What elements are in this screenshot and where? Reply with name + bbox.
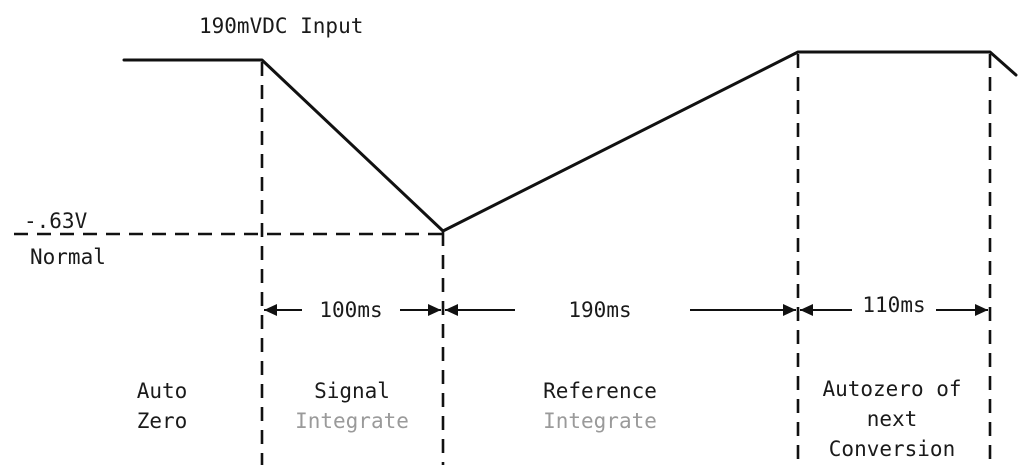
arrowhead [975, 304, 988, 316]
arrowhead [264, 304, 277, 316]
interval-label-signal: 100ms [319, 298, 382, 322]
phase-label-line2: Integrate [543, 409, 657, 433]
level-value-label: -.63V [24, 209, 88, 233]
phase-label-line2: Zero [137, 409, 188, 433]
interval-label-reference: 190ms [568, 298, 631, 322]
diagram-title: 190mVDC Input [199, 14, 363, 38]
arrowhead [800, 304, 813, 316]
level-sub-label: Normal [30, 245, 106, 269]
integrator-waveform [122, 50, 1018, 233]
phase-label-line1: Autozero of [822, 377, 961, 401]
phase-label-line3: Conversion [829, 437, 955, 461]
arrowhead [783, 304, 796, 316]
phase-label-line1: Signal [314, 379, 390, 403]
phase-label-line1: Auto [137, 379, 188, 403]
phase-label-line2: Integrate [295, 409, 409, 433]
arrowhead [428, 304, 441, 316]
arrowhead [445, 304, 458, 316]
interval-label-autozero: 110ms [862, 293, 925, 317]
phase-label-line2: next [867, 407, 918, 431]
phase-label-line1: Reference [543, 379, 657, 403]
